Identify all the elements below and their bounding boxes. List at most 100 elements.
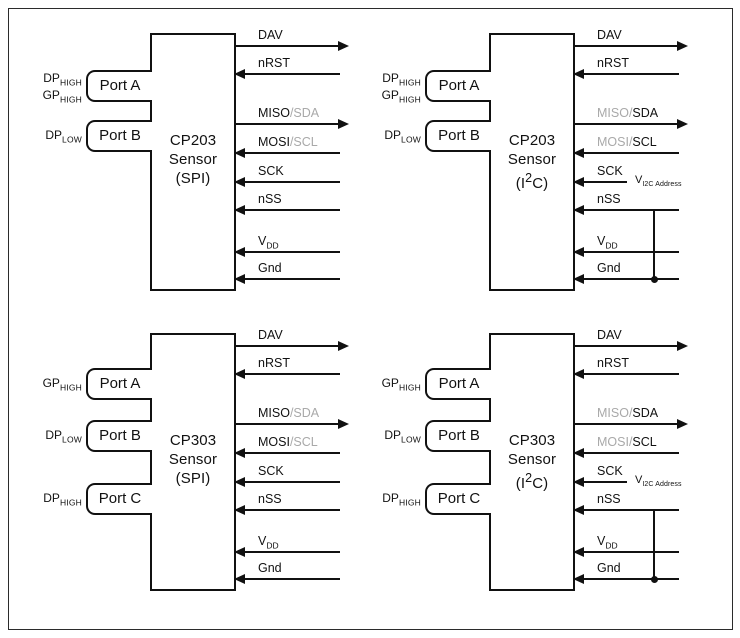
signal-wire-cp203-spi-vdd xyxy=(236,251,340,253)
arrow-in-cp203-spi-gnd xyxy=(234,273,245,284)
signal-wire-cp303-i2c-nss xyxy=(575,509,679,511)
chip-name: CP203 xyxy=(169,132,217,149)
arrow-in-cp203-i2c-scl xyxy=(573,147,584,158)
signal-wire-cp303-i2c-dav xyxy=(575,345,679,347)
signal-wire-cp203-spi-dav xyxy=(236,45,340,47)
port-annotation-cp303-spi-port-a: GPHIGH xyxy=(42,375,82,392)
signal-label-cp203-spi-scl: MOSI/SCL xyxy=(258,135,318,149)
port-tab-cp303-i2c-port-b[interactable]: Port B xyxy=(425,420,491,452)
port-annotation-cp303-i2c-port-c: DPHIGH xyxy=(382,490,421,507)
signal-wire-cp203-spi-scl xyxy=(236,152,340,154)
arrow-in-cp303-spi-gnd xyxy=(234,573,245,584)
port-label: Port B xyxy=(438,427,480,444)
signal-label-cp203-spi-gnd: Gnd xyxy=(258,261,282,275)
arrow-in-cp303-i2c-scl xyxy=(573,447,584,458)
signal-label-cp303-i2c-sck: SCK xyxy=(597,464,623,478)
chip-body-cp303-i2c xyxy=(489,333,575,591)
signal-wire-cp303-i2c-nrst xyxy=(575,373,679,375)
port-label: Port C xyxy=(98,490,142,507)
port-annotation-cp203-i2c-port-b: DPLOW xyxy=(384,127,421,144)
chip-body-cp303-spi xyxy=(150,333,236,591)
signal-wire-cp203-i2c-sda xyxy=(575,123,679,125)
signal-label-cp203-i2c-sck: SCK xyxy=(597,164,623,178)
signal-label-cp203-i2c-gnd: Gnd xyxy=(597,261,621,275)
arrow-out-cp203-spi-sda xyxy=(338,118,349,129)
port-tab-cp203-spi-port-b[interactable]: Port B xyxy=(86,120,152,152)
signal-wire-cp303-i2c-scl xyxy=(575,452,679,454)
signal-wire-cp303-spi-sda xyxy=(236,423,340,425)
i2c-address-drop-wire-cp203-i2c xyxy=(653,209,655,280)
port-tab-cp203-i2c-port-b[interactable]: Port B xyxy=(425,120,491,152)
arrow-in-cp203-spi-sck xyxy=(234,176,245,187)
signal-label-cp303-i2c-vdd: VDD xyxy=(597,534,618,551)
port-label: Port A xyxy=(438,375,480,392)
arrow-in-cp203-i2c-nss xyxy=(573,204,584,215)
port-label: Port B xyxy=(99,127,141,144)
port-label: Port A xyxy=(99,375,141,392)
signal-wire-cp303-spi-nrst xyxy=(236,373,340,375)
signal-wire-cp203-i2c-sck xyxy=(575,181,627,183)
signal-wire-cp203-i2c-scl xyxy=(575,152,679,154)
arrow-in-cp203-spi-nrst xyxy=(234,68,245,79)
signal-wire-cp303-i2c-sck xyxy=(575,481,627,483)
port-annotation-cp303-spi-port-b: DPLOW xyxy=(45,427,82,444)
signal-label-cp303-i2c-gnd: Gnd xyxy=(597,561,621,575)
signal-label-cp303-spi-sck: SCK xyxy=(258,464,284,478)
arrow-out-cp203-spi-dav xyxy=(338,40,349,51)
arrow-in-cp203-i2c-gnd xyxy=(573,273,584,284)
signal-label-cp303-i2c-sda: MISO/SDA xyxy=(597,406,659,420)
signal-wire-cp303-i2c-vdd xyxy=(575,551,679,553)
port-tab-cp203-spi-port-a[interactable]: Port A xyxy=(86,70,152,102)
arrow-out-cp203-i2c-sda xyxy=(677,118,688,129)
signal-label-cp203-i2c-sda: MISO/SDA xyxy=(597,106,659,120)
chip-kind: Sensor xyxy=(507,451,557,468)
i2c-address-label-cp203-i2c: VI2C Address xyxy=(635,174,682,189)
arrow-in-cp303-i2c-vdd xyxy=(573,546,584,557)
arrow-out-cp303-spi-sda xyxy=(338,418,349,429)
signal-wire-cp203-i2c-dav xyxy=(575,45,679,47)
port-tab-cp303-i2c-port-c[interactable]: Port C xyxy=(425,483,491,515)
signal-label-cp203-spi-dav: DAV xyxy=(258,28,283,42)
signal-wire-cp303-spi-vdd xyxy=(236,551,340,553)
arrow-in-cp303-spi-nss xyxy=(234,504,245,515)
chip-kind: Sensor xyxy=(168,451,218,468)
signal-wire-cp303-spi-gnd xyxy=(236,578,340,580)
signal-wire-cp303-i2c-sda xyxy=(575,423,679,425)
arrow-in-cp303-i2c-sck xyxy=(573,476,584,487)
port-tab-cp303-spi-port-b[interactable]: Port B xyxy=(86,420,152,452)
port-label: Port B xyxy=(438,127,480,144)
port-tab-cp303-spi-port-a[interactable]: Port A xyxy=(86,368,152,400)
signal-wire-cp203-spi-sck xyxy=(236,181,340,183)
port-tab-cp203-i2c-port-a[interactable]: Port A xyxy=(425,70,491,102)
signal-wire-cp203-i2c-nrst xyxy=(575,73,679,75)
chip-interface: (SPI) xyxy=(175,470,211,487)
port-label: Port C xyxy=(437,490,481,507)
signal-label-cp203-spi-nss: nSS xyxy=(258,192,282,206)
arrow-in-cp203-i2c-sck xyxy=(573,176,584,187)
signal-label-cp303-spi-nss: nSS xyxy=(258,492,282,506)
signal-label-cp303-spi-scl: MOSI/SCL xyxy=(258,435,318,449)
port-tab-cp303-spi-port-c[interactable]: Port C xyxy=(86,483,152,515)
signal-wire-cp303-spi-scl xyxy=(236,452,340,454)
signal-label-cp203-spi-nrst: nRST xyxy=(258,56,290,70)
signal-label-cp303-spi-vdd: VDD xyxy=(258,534,279,551)
signal-label-cp203-i2c-dav: DAV xyxy=(597,28,622,42)
chip-name: CP203 xyxy=(508,132,556,149)
arrow-in-cp203-i2c-vdd xyxy=(573,246,584,257)
chip-interface: (SPI) xyxy=(175,170,211,187)
port-tab-cp303-i2c-port-a[interactable]: Port A xyxy=(425,368,491,400)
signal-label-cp303-spi-dav: DAV xyxy=(258,328,283,342)
arrow-in-cp203-spi-nss xyxy=(234,204,245,215)
arrow-in-cp203-i2c-nrst xyxy=(573,68,584,79)
port-annotation-cp203-spi-port-b: DPLOW xyxy=(45,127,82,144)
chip-body-cp203-spi xyxy=(150,33,236,291)
chip-body-cp203-i2c xyxy=(489,33,575,291)
arrow-in-cp203-spi-scl xyxy=(234,147,245,158)
arrow-in-cp303-i2c-nss xyxy=(573,504,584,515)
port-label: Port A xyxy=(99,77,141,94)
